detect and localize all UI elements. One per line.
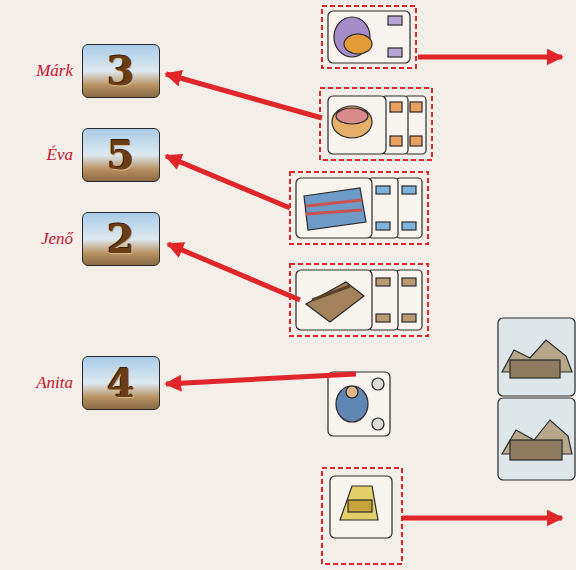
goods-cards <box>296 11 575 538</box>
player-card: Éva5 <box>82 128 160 182</box>
player-card: Anita4 <box>82 356 160 410</box>
player-card: Jenő2 <box>82 212 160 266</box>
dashed-groups <box>290 6 432 564</box>
card-number: 5 <box>107 135 135 175</box>
player-name: Márk <box>36 61 73 81</box>
player-name: Jenő <box>41 229 73 249</box>
player-name: Éva <box>47 145 73 165</box>
player-name: Anita <box>36 373 73 393</box>
card-number: 4 <box>107 363 135 403</box>
pass-arrows <box>166 57 562 518</box>
card-number: 3 <box>107 51 135 91</box>
player-card: Márk3 <box>82 44 160 98</box>
card-number: 2 <box>107 219 135 259</box>
